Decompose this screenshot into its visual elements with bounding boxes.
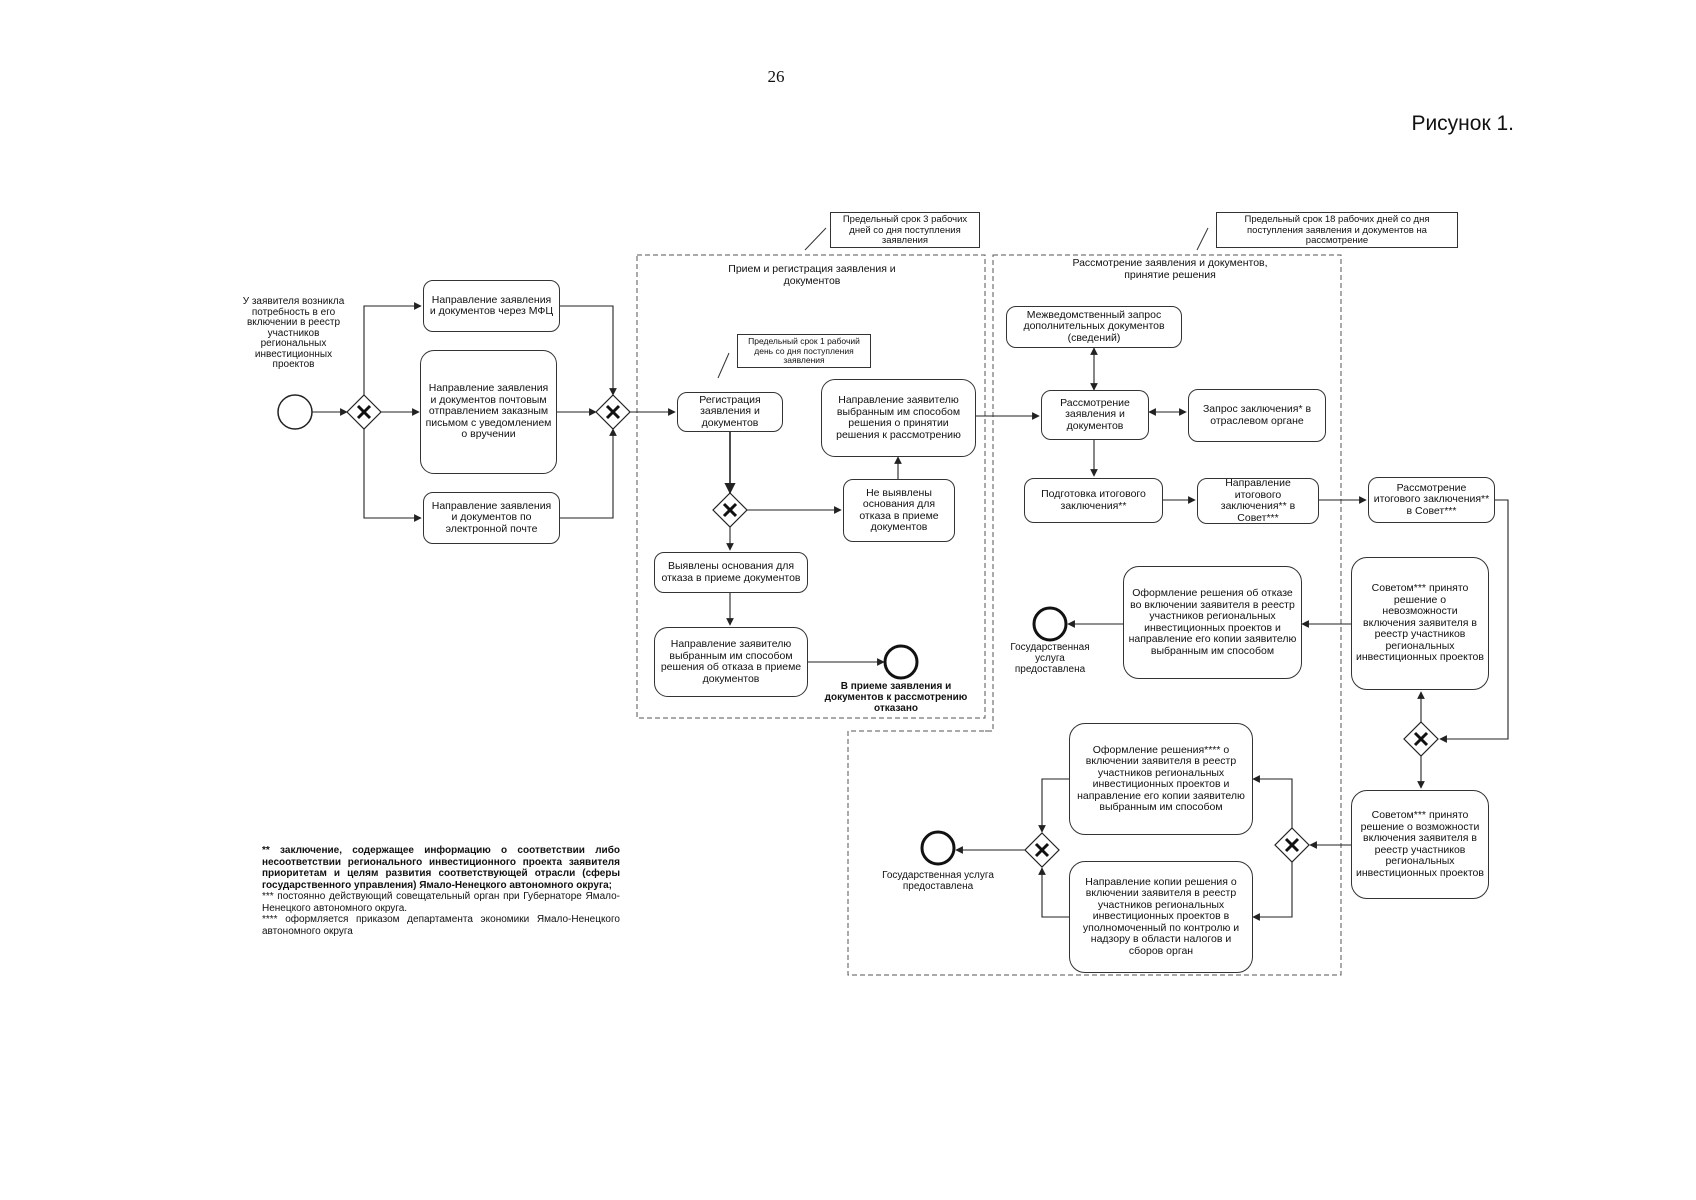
end-event-service-1 <box>1032 606 1068 642</box>
start-event <box>277 394 313 430</box>
footnotes: ** заключение, содержащее информацию о с… <box>262 845 620 937</box>
note-connector <box>804 227 827 251</box>
task-submit-via-mfc: Направление заявления и документов через… <box>423 280 560 332</box>
task-no-grounds-for-refusal: Не выявлены основания для отказа в прием… <box>843 479 955 542</box>
task-registration: Регистрация заявления и документов <box>677 392 783 432</box>
lane-review <box>847 254 1342 976</box>
task-refusal-document: Оформление решения об отказе во включени… <box>1123 566 1302 679</box>
task-grounds-for-refusal: Выявлены основания для отказа в приеме д… <box>654 552 808 593</box>
footnote-conclusion: ** заключение, содержащее информацию о с… <box>262 845 620 891</box>
end-label-refused: В приеме заявления и документов к рассмо… <box>824 681 968 714</box>
gateway-join-1 <box>595 394 631 430</box>
task-interagency-request: Межведомственный запрос дополнительных д… <box>1006 306 1182 348</box>
footnote-order: **** оформляется приказом департамента э… <box>262 914 620 937</box>
gateway-join-2 <box>1024 832 1060 868</box>
task-send-final-conclusion: Направление итогового заключения** в Сов… <box>1197 477 1319 524</box>
task-copy-to-tax-authority: Направление копии решения о включении за… <box>1069 861 1253 973</box>
task-submit-by-email: Направление заявления и документов по эл… <box>423 492 560 544</box>
task-decision-impossible: Советом*** принято решение о невозможнос… <box>1351 557 1489 690</box>
task-review-application: Рассмотрение заявления и документов <box>1041 390 1149 440</box>
task-inclusion-document: Оформление решения**** о включении заяви… <box>1069 723 1253 835</box>
note-connector <box>717 352 730 379</box>
task-send-acceptance: Направление заявителю выбранным им спосо… <box>821 379 976 457</box>
end-label-service-provided-1: Государственная услуга предоставлена <box>1010 642 1090 675</box>
deadline-note-1-day: Предельный срок 1 рабочий день со дня по… <box>737 334 871 368</box>
task-prepare-final-conclusion: Подготовка итогового заключения** <box>1024 478 1163 523</box>
lane-label-review: Рассмотрение заявления и документов, при… <box>1072 257 1268 281</box>
note-connector <box>1196 227 1209 251</box>
sequence-flows <box>312 302 1509 921</box>
deadline-note-3-days: Предельный срок 3 рабочих дней со дня по… <box>830 212 980 248</box>
end-event-refused <box>883 644 919 680</box>
page-number: 26 <box>767 67 785 86</box>
task-send-refusal: Направление заявителю выбранным им спосо… <box>654 627 808 697</box>
task-request-conclusion: Запрос заключения* в отраслевом органе <box>1188 389 1326 442</box>
gateway-council <box>1403 721 1439 757</box>
task-council-review: Рассмотрение итогового заключения** в Со… <box>1368 477 1495 523</box>
gateway-check <box>712 492 748 528</box>
lane-label-reception: Прием и регистрация заявления и документ… <box>728 263 896 287</box>
start-event-label: У заявителя возникла потребность в его в… <box>242 296 345 370</box>
task-decision-possible: Советом*** принято решение о возможности… <box>1351 790 1489 899</box>
deadline-note-18-days: Предельный срок 18 рабочих дней со дня п… <box>1216 212 1458 248</box>
gateway-split-1 <box>346 394 382 430</box>
task-submit-by-mail: Направление заявления и документов почто… <box>420 350 557 474</box>
end-label-service-provided-2: Государственная услуга предоставлена <box>882 870 994 892</box>
process-diagram <box>277 227 1509 976</box>
figure-title: Рисунок 1. <box>1411 112 1514 135</box>
gateway-split-2 <box>1274 827 1310 863</box>
lane-reception <box>636 254 986 719</box>
end-event-service-2 <box>920 830 956 866</box>
footnote-council: *** постоянно действующий совещательный … <box>262 891 620 914</box>
